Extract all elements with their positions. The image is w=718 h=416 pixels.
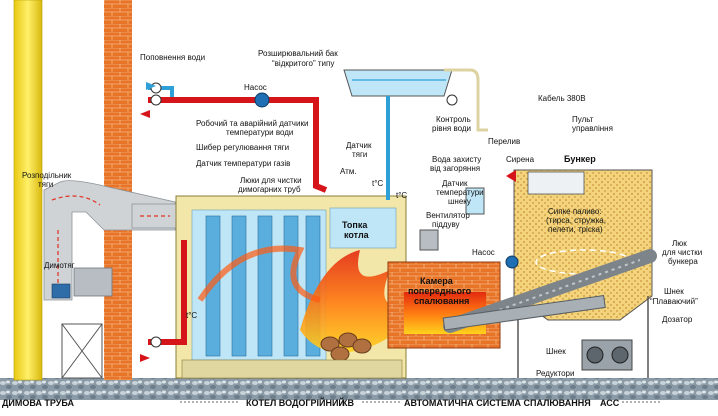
furnace-top: [329, 207, 397, 249]
label-hatch-2: димогарних труб: [238, 185, 301, 194]
footer-chimney: ДИМОВА ТРУБА: [2, 398, 75, 408]
label-control-panel-2: управління: [572, 124, 613, 133]
exhauster-stand: [61, 323, 103, 379]
label-atm: Атм.: [340, 167, 357, 176]
smoke-exhauster-housing: [73, 267, 113, 297]
hot-water-pipe: [148, 97, 328, 193]
label-floating-auger-2: “Плаваючий”: [650, 297, 698, 306]
footer-auto-code: АСС: [600, 398, 620, 408]
overflow-pipe: [444, 68, 488, 132]
reducers-icon: [581, 339, 633, 371]
label-reducers: Редуктори: [536, 369, 574, 378]
expansion-tank: [343, 69, 453, 97]
fan-icon: [419, 229, 439, 251]
chimney-pipe: [13, 0, 43, 381]
label-bunker-hatch-1: Люк: [672, 239, 687, 248]
label-auger-sensor-1: Датчик: [442, 179, 468, 188]
label-cable: Кабель 380В: [538, 94, 586, 103]
side-pump-icon: [505, 255, 519, 269]
label-bunker-hatch-2: для чистки: [662, 248, 702, 257]
label-bunker: Бункер: [564, 154, 596, 164]
label-precombustion-3: спалювання: [414, 296, 469, 306]
label-furnace-1: Топка: [342, 220, 368, 230]
label-furnace-2: котла: [344, 230, 370, 240]
label-water-level-2: рівня води: [432, 124, 471, 133]
footer-boiler-code: КВ: [342, 398, 354, 408]
label-fan-1: Вентилятор: [426, 211, 470, 220]
label-water-level-1: Контроль: [436, 115, 471, 124]
label-expansion-tank-1: Розширювальний бак: [258, 49, 338, 58]
label-fuel-2: (тирса, стружка,: [546, 216, 606, 225]
label-temp-2: t°C: [396, 191, 407, 200]
boiler-stand: [181, 359, 403, 379]
auger-tube: [442, 294, 606, 331]
label-fire-water-2: від загоряння: [430, 164, 480, 173]
footer-boiler: КОТЕЛ ВОДОГРІЙНИЙ: [246, 397, 345, 408]
label-doser: Дозатор: [662, 315, 693, 324]
label-bunker-hatch-3: бункера: [668, 257, 698, 266]
label-auger: Шнек: [546, 347, 566, 356]
ground-gravel: [0, 378, 718, 400]
label-pump-top: Насос: [244, 83, 267, 92]
smoke-exhauster-motor-icon: [51, 283, 71, 299]
label-temp-3: t°C: [186, 311, 197, 320]
label-expansion-tank-2: “відкритого” типу: [272, 59, 334, 68]
firewood-logs: [320, 332, 372, 362]
label-fire-water-1: Вода захисту: [432, 155, 481, 164]
label-fan-2: піддуву: [432, 220, 460, 229]
footer-auto-system: АВТОМАТИЧНА СИСТЕМА СПАЛЮВАННЯ: [404, 398, 591, 408]
label-auger-sensor-2: температури: [436, 188, 484, 197]
label-work-sensor-2: температури води: [226, 128, 293, 137]
label-hatch-1: Люки для чистки: [240, 176, 302, 185]
label-draft-damper: Шибер регулювання тяги: [196, 143, 289, 152]
label-distributor-1: Розподільник: [22, 171, 72, 180]
label-floating-auger-1: Шнек: [664, 287, 684, 296]
pump-icon: [254, 92, 270, 108]
label-fuel-1: Сипке паливо:: [548, 207, 602, 216]
control-panel-box: [527, 171, 585, 195]
label-precombustion-1: Камера: [420, 276, 454, 286]
label-control-panel-1: Пульт: [572, 115, 594, 124]
valve-icons: [150, 82, 458, 348]
label-distributor-2: тяги: [38, 180, 53, 189]
fuel-bunker: [513, 169, 653, 321]
label-draft-sensor-2: тяги: [352, 150, 367, 159]
fire-water-tank: [465, 187, 485, 215]
label-precombustion-2: попереднього: [408, 286, 472, 296]
label-draft-sensor-1: Датчик: [346, 141, 372, 150]
label-temp-1: t°C: [372, 179, 383, 188]
label-gas-temp: Датчик температури газів: [196, 159, 290, 168]
label-auger-sensor-3: шнеку: [448, 197, 471, 206]
label-water-fill: Поповнення води: [140, 53, 205, 62]
flame-path: [197, 245, 321, 303]
label-siren: Сирена: [506, 155, 535, 164]
siren-icon: [506, 170, 516, 182]
label-overflow: Перелив: [488, 137, 520, 146]
label-pump-side: Насос: [472, 248, 495, 257]
label-smoke-exhauster: Димотяг: [44, 261, 75, 270]
label-fuel-3: пелети, тріска): [548, 225, 603, 234]
label-work-sensor-1: Робочий та аварійний датчики: [196, 119, 308, 128]
flow-arrows: [140, 82, 156, 362]
